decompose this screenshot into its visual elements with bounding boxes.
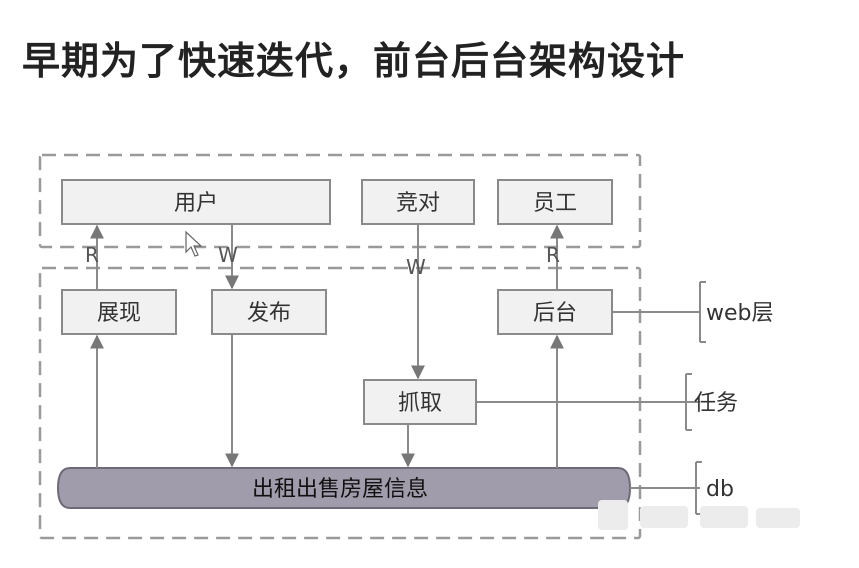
competitor-label: 竞对 [396, 191, 440, 216]
staff-label: 员工 [533, 191, 577, 216]
backend-node: 后台 [497, 289, 613, 335]
user-node: 用户 [61, 179, 331, 225]
display-node: 展现 [61, 289, 177, 335]
bracket-web-layer [699, 281, 706, 343]
side-label-task: 任务 [694, 391, 738, 416]
mouse-cursor-icon [185, 230, 203, 257]
edge-label-r-left: R [85, 243, 99, 267]
staff-node: 员工 [497, 179, 613, 225]
client-layer-boundary [38, 153, 642, 249]
user-label: 用户 [174, 191, 218, 216]
edge-label-r-right: R [546, 243, 560, 267]
backend-label: 后台 [533, 301, 577, 326]
edge-label-w-publish: W [218, 243, 238, 267]
crawl-node: 抓取 [363, 379, 477, 425]
competitor-node: 竞对 [361, 179, 475, 225]
publish-label: 发布 [247, 301, 291, 326]
publish-node: 发布 [211, 289, 327, 335]
blurred-watermark [598, 500, 800, 530]
side-label-db: db [706, 477, 734, 502]
bracket-task [685, 373, 692, 431]
crawl-label: 抓取 [398, 391, 442, 416]
display-label: 展现 [97, 301, 141, 326]
db-info-node: 出租出售房屋信息 [56, 467, 632, 509]
side-label-web-layer: web层 [706, 301, 774, 326]
edge-label-w-crawl: W [406, 255, 426, 279]
page-title: 早期为了快速迭代，前台后台架构设计 [22, 39, 686, 83]
db-info-label: 出租出售房屋信息 [252, 477, 428, 502]
